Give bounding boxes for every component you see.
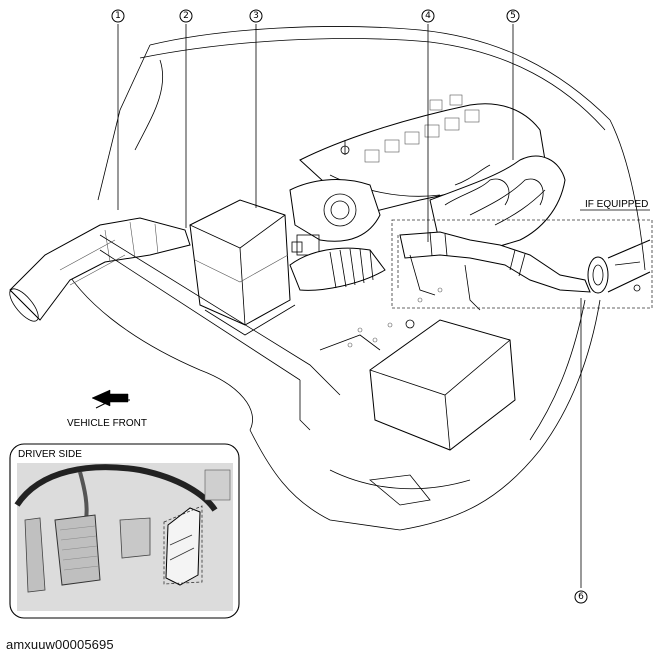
reference-code: amxuuw00005695 bbox=[6, 637, 114, 652]
svg-text:4: 4 bbox=[425, 11, 431, 21]
air-cleaner bbox=[189, 199, 296, 336]
callout-5: 5 bbox=[506, 9, 520, 23]
callout-6: 6 bbox=[574, 590, 588, 604]
if-equipped-label: IF EQUIPPED bbox=[585, 199, 648, 210]
vehicle-body-outline bbox=[59, 26, 646, 531]
air-hose bbox=[289, 247, 386, 291]
callout-leaders bbox=[117, 24, 582, 594]
callout-1: 1 bbox=[111, 9, 125, 23]
driver-side-inset bbox=[9, 443, 240, 619]
svg-text:6: 6 bbox=[578, 592, 584, 602]
svg-text:3: 3 bbox=[253, 11, 259, 21]
vehicle-front-arrow bbox=[91, 389, 130, 409]
if-equipped-box bbox=[391, 209, 653, 309]
fresh-air-duct bbox=[9, 217, 191, 322]
vehicle-front-label: VEHICLE FRONT bbox=[67, 418, 147, 429]
frame-rails bbox=[99, 234, 443, 431]
callout-4: 4 bbox=[421, 9, 435, 23]
intake-manifold bbox=[429, 155, 566, 256]
callout-3: 3 bbox=[249, 9, 263, 23]
svg-text:1: 1 bbox=[115, 11, 121, 21]
svg-text:5: 5 bbox=[510, 11, 516, 21]
callout-2: 2 bbox=[179, 9, 193, 23]
driver-side-label: DRIVER SIDE bbox=[18, 449, 82, 460]
fuse-box bbox=[369, 319, 516, 451]
svg-text:2: 2 bbox=[183, 11, 189, 21]
breather-hose bbox=[399, 231, 651, 311]
throttle-body bbox=[289, 179, 381, 256]
